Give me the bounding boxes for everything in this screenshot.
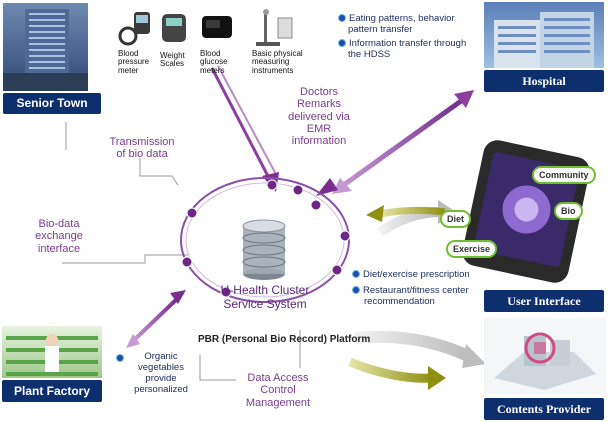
service-bullet: Diet/exercise prescription (352, 269, 490, 281)
device-caption: Weight Scales (160, 51, 185, 69)
bullet-icon (116, 354, 124, 362)
database-icon (242, 219, 286, 280)
senior-town-image (3, 3, 88, 91)
center-title-line: U-Health Cluster (220, 283, 310, 297)
user-interface-label: User Interface (484, 290, 604, 312)
device-caption: Blood pressure meter (118, 49, 150, 75)
hospital-label: Hospital (484, 70, 604, 92)
center-title: U-Health Cluster Service System (212, 283, 318, 311)
platform-label: PBR (Personal Bio Record) Platform (198, 334, 371, 345)
hospital-bullet-text: Information transfer through the HDSS (348, 37, 467, 60)
plant-bullets: Organic vegetables provide personalized (116, 351, 196, 396)
contents-provider-label: Contents Provider (484, 398, 604, 420)
hospital-bullets: Eating patterns, behavior pattern transf… (338, 13, 478, 61)
bullet-icon (338, 39, 346, 48)
app-exercise-label: Exercise (446, 240, 498, 258)
doctors-arrow (316, 178, 338, 196)
leader-lines (62, 122, 301, 381)
service-bullets: Diet/exercise prescription Restaurant/fi… (352, 269, 490, 308)
physical-measuring-instruments-icon (252, 8, 296, 48)
devices-to-ring-arrow (210, 65, 279, 192)
transmission-label: Transmission of bio data (109, 136, 175, 161)
plant-factory-image (2, 326, 102, 378)
service-bullet: Restaurant/fitness center recommendation (352, 284, 490, 308)
devices-strip: Blood pressure meter Weight Scales Blood… (114, 2, 304, 80)
data-access-label: Data Access Control Management (245, 372, 311, 409)
hospital-bullet: Information transfer through the HDSS (338, 37, 478, 61)
plant-ring-arrow (126, 290, 186, 348)
bullet-icon (338, 14, 346, 23)
contents-arrows (348, 330, 486, 390)
device-caption: Basic physical measuring instruments (252, 49, 303, 75)
bullet-icon (352, 270, 360, 279)
contents-provider-image (484, 318, 606, 394)
plant-bullet-text: Organic vegetables provide personalized (134, 351, 188, 395)
plant-factory-label: Plant Factory (2, 380, 102, 402)
ring-nodes (181, 179, 351, 298)
app-community-label: Community (532, 166, 596, 184)
senior-town-label: Senior Town (3, 93, 101, 114)
center-title-line: Service System (223, 297, 307, 311)
weight-scales-icon (160, 12, 188, 44)
hospital-image (484, 2, 604, 68)
app-bio-label: Bio (554, 202, 583, 220)
service-bullet-text: Restaurant/fitness center recommendation (363, 284, 469, 307)
bullet-icon (352, 286, 360, 295)
service-bullet-text: Diet/exercise prescription (363, 269, 470, 280)
bio-exchange-label: Bio-data exchange interface (35, 218, 83, 255)
plant-bullet: Organic vegetables provide personalized (116, 351, 196, 396)
hospital-bullet-text: Eating patterns, behavior pattern transf… (348, 13, 455, 35)
device-caption: Blood glucose meters (200, 49, 228, 75)
app-diet-label: Diet (440, 210, 472, 228)
doctors-remarks-label: Doctors Remarks delivered via EMR inform… (288, 86, 350, 148)
blood-glucose-meter-icon (200, 12, 234, 42)
hospital-bullet: Eating patterns, behavior pattern transf… (338, 13, 478, 36)
blood-pressure-meter-icon (118, 8, 152, 48)
phone-device: Community Diet Bio Exercise (432, 136, 606, 286)
